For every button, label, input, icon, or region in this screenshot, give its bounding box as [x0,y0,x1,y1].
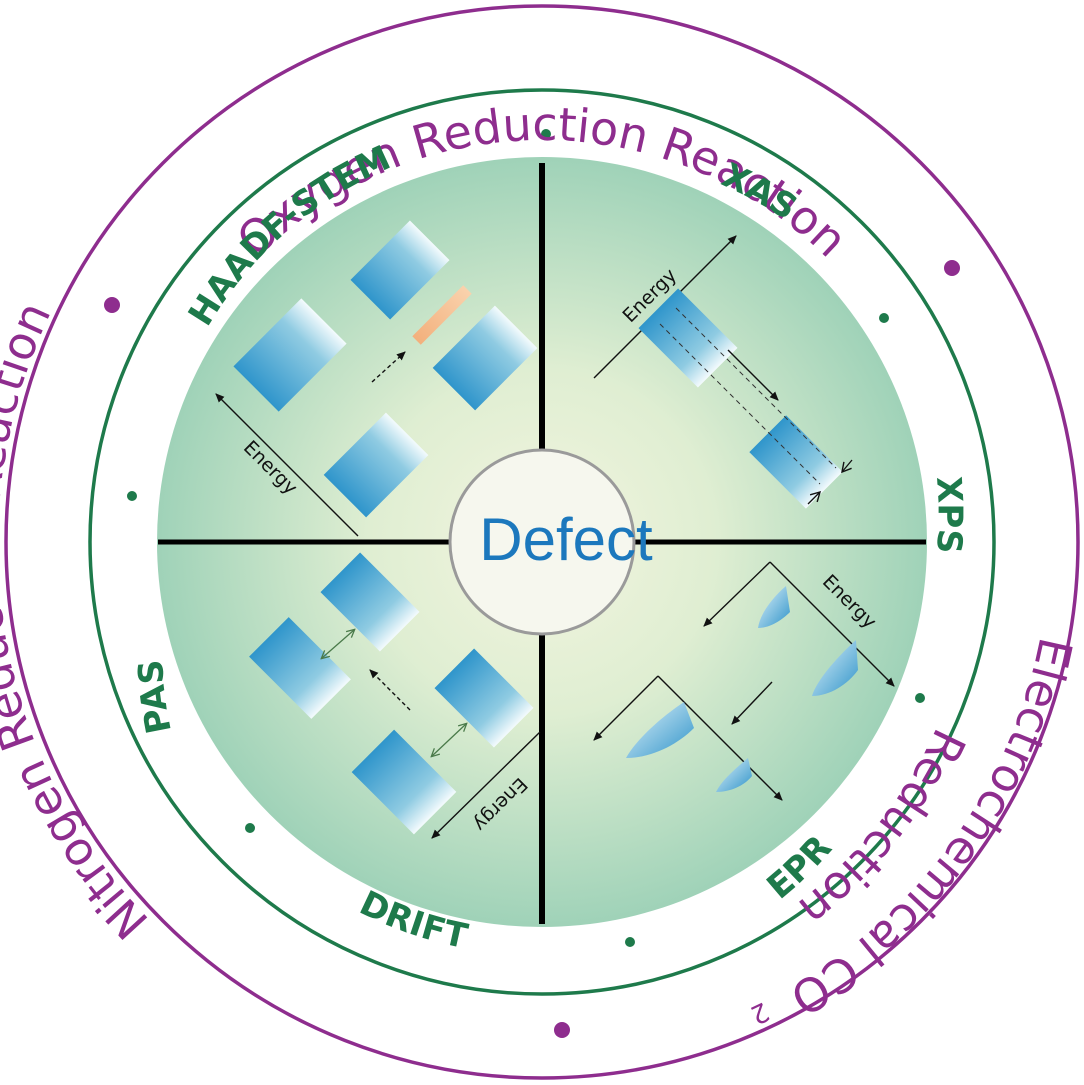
technique-label-xps: XPS [928,475,970,555]
inner-dot [879,313,889,323]
epr-signal [626,702,694,758]
center-circle [448,448,636,636]
inner-dot [915,693,925,703]
sample-block [323,412,429,518]
outer-dot [104,297,120,313]
distance-arrow [322,630,354,658]
inner-dot [245,823,255,833]
guide-line [659,323,821,485]
arrow [593,675,659,741]
epr-signal [758,586,790,628]
defect-highlight [412,285,472,345]
arrow [371,351,406,383]
guide-line [675,307,837,469]
energy-arrow [431,731,541,839]
sample-block [233,298,347,412]
technique-label-pas: PAS [131,658,180,736]
arrow [727,349,779,401]
energy-arrow [215,393,359,537]
sample-block [320,552,420,652]
sample-block [749,415,843,509]
arrow [369,669,411,711]
energy-arrow [657,675,783,801]
epr-signal [716,758,752,792]
epr-signal [812,640,858,696]
center-label: Defect [479,506,653,573]
sample-block [638,288,738,388]
haadf-stem-illustration: Energy [215,220,538,537]
sample-block [249,617,351,719]
inner-dot [625,937,635,947]
outer-dot [944,260,960,276]
sample-block [351,729,457,835]
arrow [731,681,773,725]
energy-arrow [769,561,895,687]
outer-dot [554,1022,570,1038]
inner-dot [541,129,551,139]
arrow [807,490,822,505]
arrow [703,561,771,627]
arrow [841,459,853,474]
sample-block [434,648,534,748]
inner-dot [127,491,137,501]
sample-block [350,220,450,320]
sample-block [432,305,538,411]
distance-arrow [432,724,466,756]
